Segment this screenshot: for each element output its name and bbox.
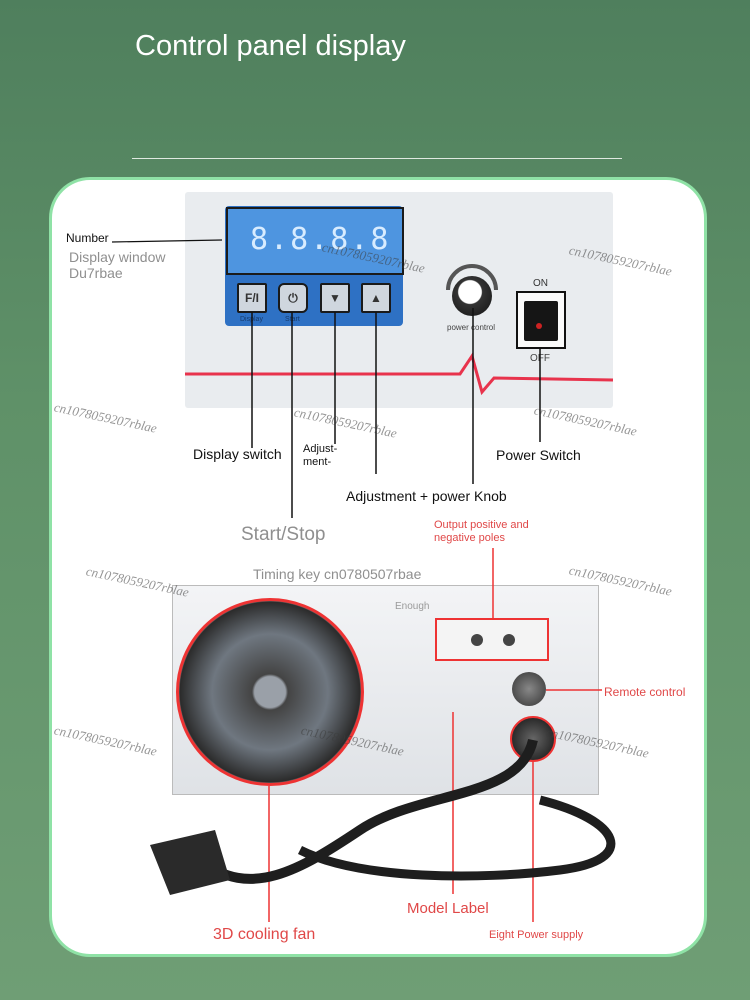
power-control-knob[interactable] [452, 276, 492, 316]
page-title: Control panel display [135, 30, 406, 62]
knob-arc-icon [446, 264, 498, 291]
eight-power-annotation: Eight Power supply [489, 929, 584, 941]
rocker-paddle [524, 301, 558, 341]
display-window-annotation: Display window [69, 249, 166, 265]
start-stop-key-button[interactable]: ⏻ [278, 283, 308, 313]
output-poles-annotation: Output positive and [434, 519, 529, 531]
title-divider [132, 158, 622, 159]
switch-on-label: ON [533, 278, 548, 289]
power-switch-annotation: Power Switch [496, 447, 581, 463]
model-label-annotation: Model Label [407, 900, 489, 917]
output-terminal [435, 618, 549, 661]
lcd-digits: 8.8.8.8 [250, 222, 391, 257]
positive-pole-icon [471, 634, 483, 646]
power-icon: ⏻ [288, 290, 298, 305]
start-stop-annotation: Start/Stop [241, 524, 326, 545]
cooling-fan-annotation: 3D cooling fan [213, 926, 316, 943]
display-key-button[interactable]: F/I [237, 283, 267, 313]
enough-label: Enough [395, 601, 430, 612]
arrow-up-icon: ▲ [370, 291, 382, 305]
number-annotation: Number [66, 231, 109, 245]
adjustment-minus-annotation: Adjust- [303, 443, 338, 455]
rocker-indicator-icon [536, 323, 542, 329]
remote-control-annotation: Remote control [604, 685, 686, 699]
knob-label: power control [447, 323, 496, 332]
display-switch-annotation: Display switch [193, 446, 282, 462]
adjustment-plus-annotation: Adjustment + power Knob [346, 488, 507, 504]
output-poles-annotation-2: negative poles [434, 532, 505, 544]
du7rbae-annotation: Du7rbae [69, 265, 123, 281]
timing-key-annotation: Timing key cn0780507rbae [253, 566, 422, 582]
adjust-down-button[interactable]: ▼ [320, 283, 350, 313]
cooling-fan [176, 598, 364, 786]
display-window [226, 207, 404, 275]
arrow-down-icon: ▼ [329, 291, 341, 305]
negative-pole-icon [503, 634, 515, 646]
adjustment-minus-annotation-2: ment- [303, 456, 332, 468]
remote-control-connector [512, 672, 546, 706]
